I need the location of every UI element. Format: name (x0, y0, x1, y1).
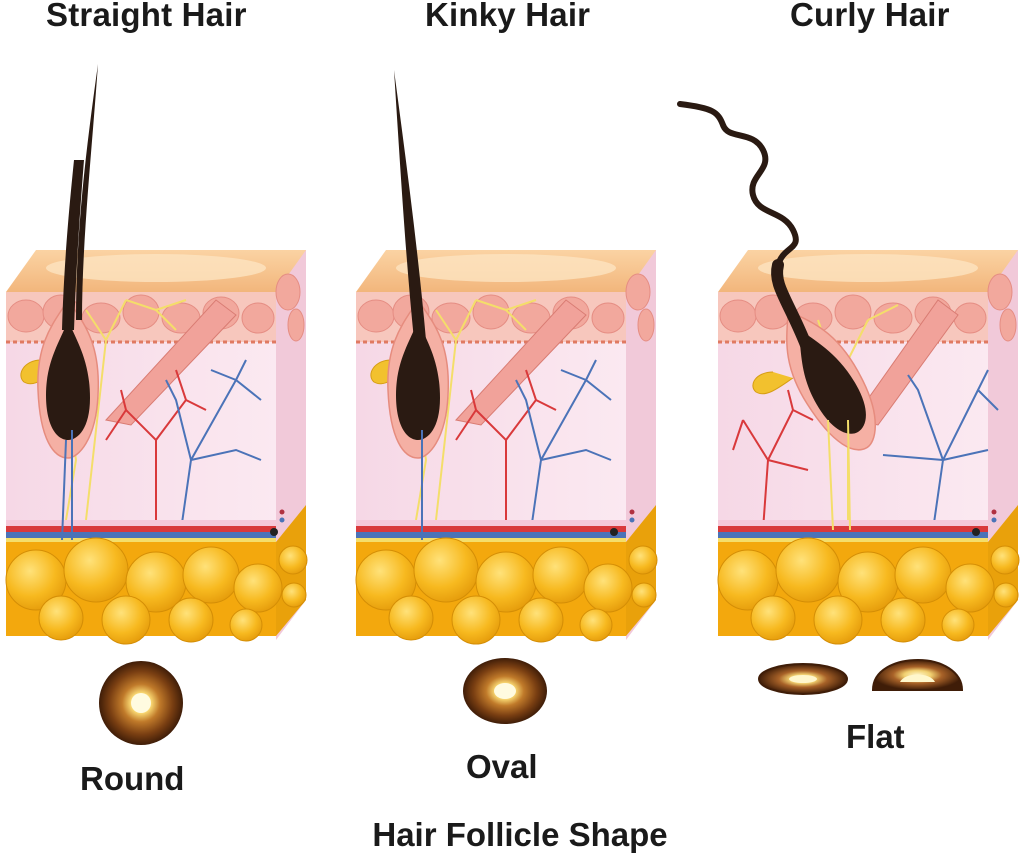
cross-section-flat-1 (758, 663, 848, 695)
title-curly-hair: Curly Hair (790, 0, 950, 33)
label-flat: Flat (846, 718, 905, 755)
label-round: Round (80, 760, 185, 797)
caption-hair-follicle-shape: Hair Follicle Shape (372, 816, 668, 853)
cross-section-flat-2 (871, 658, 964, 691)
skin-block-kinky (355, 70, 658, 645)
label-oval: Oval (466, 748, 538, 785)
cross-section-oval (463, 658, 547, 724)
title-straight-hair: Straight Hair (46, 0, 247, 33)
title-kinky-hair: Kinky Hair (425, 0, 591, 33)
skin-block-straight (5, 64, 308, 645)
cross-section-round (99, 661, 183, 745)
skin-block-curly (677, 101, 1020, 645)
